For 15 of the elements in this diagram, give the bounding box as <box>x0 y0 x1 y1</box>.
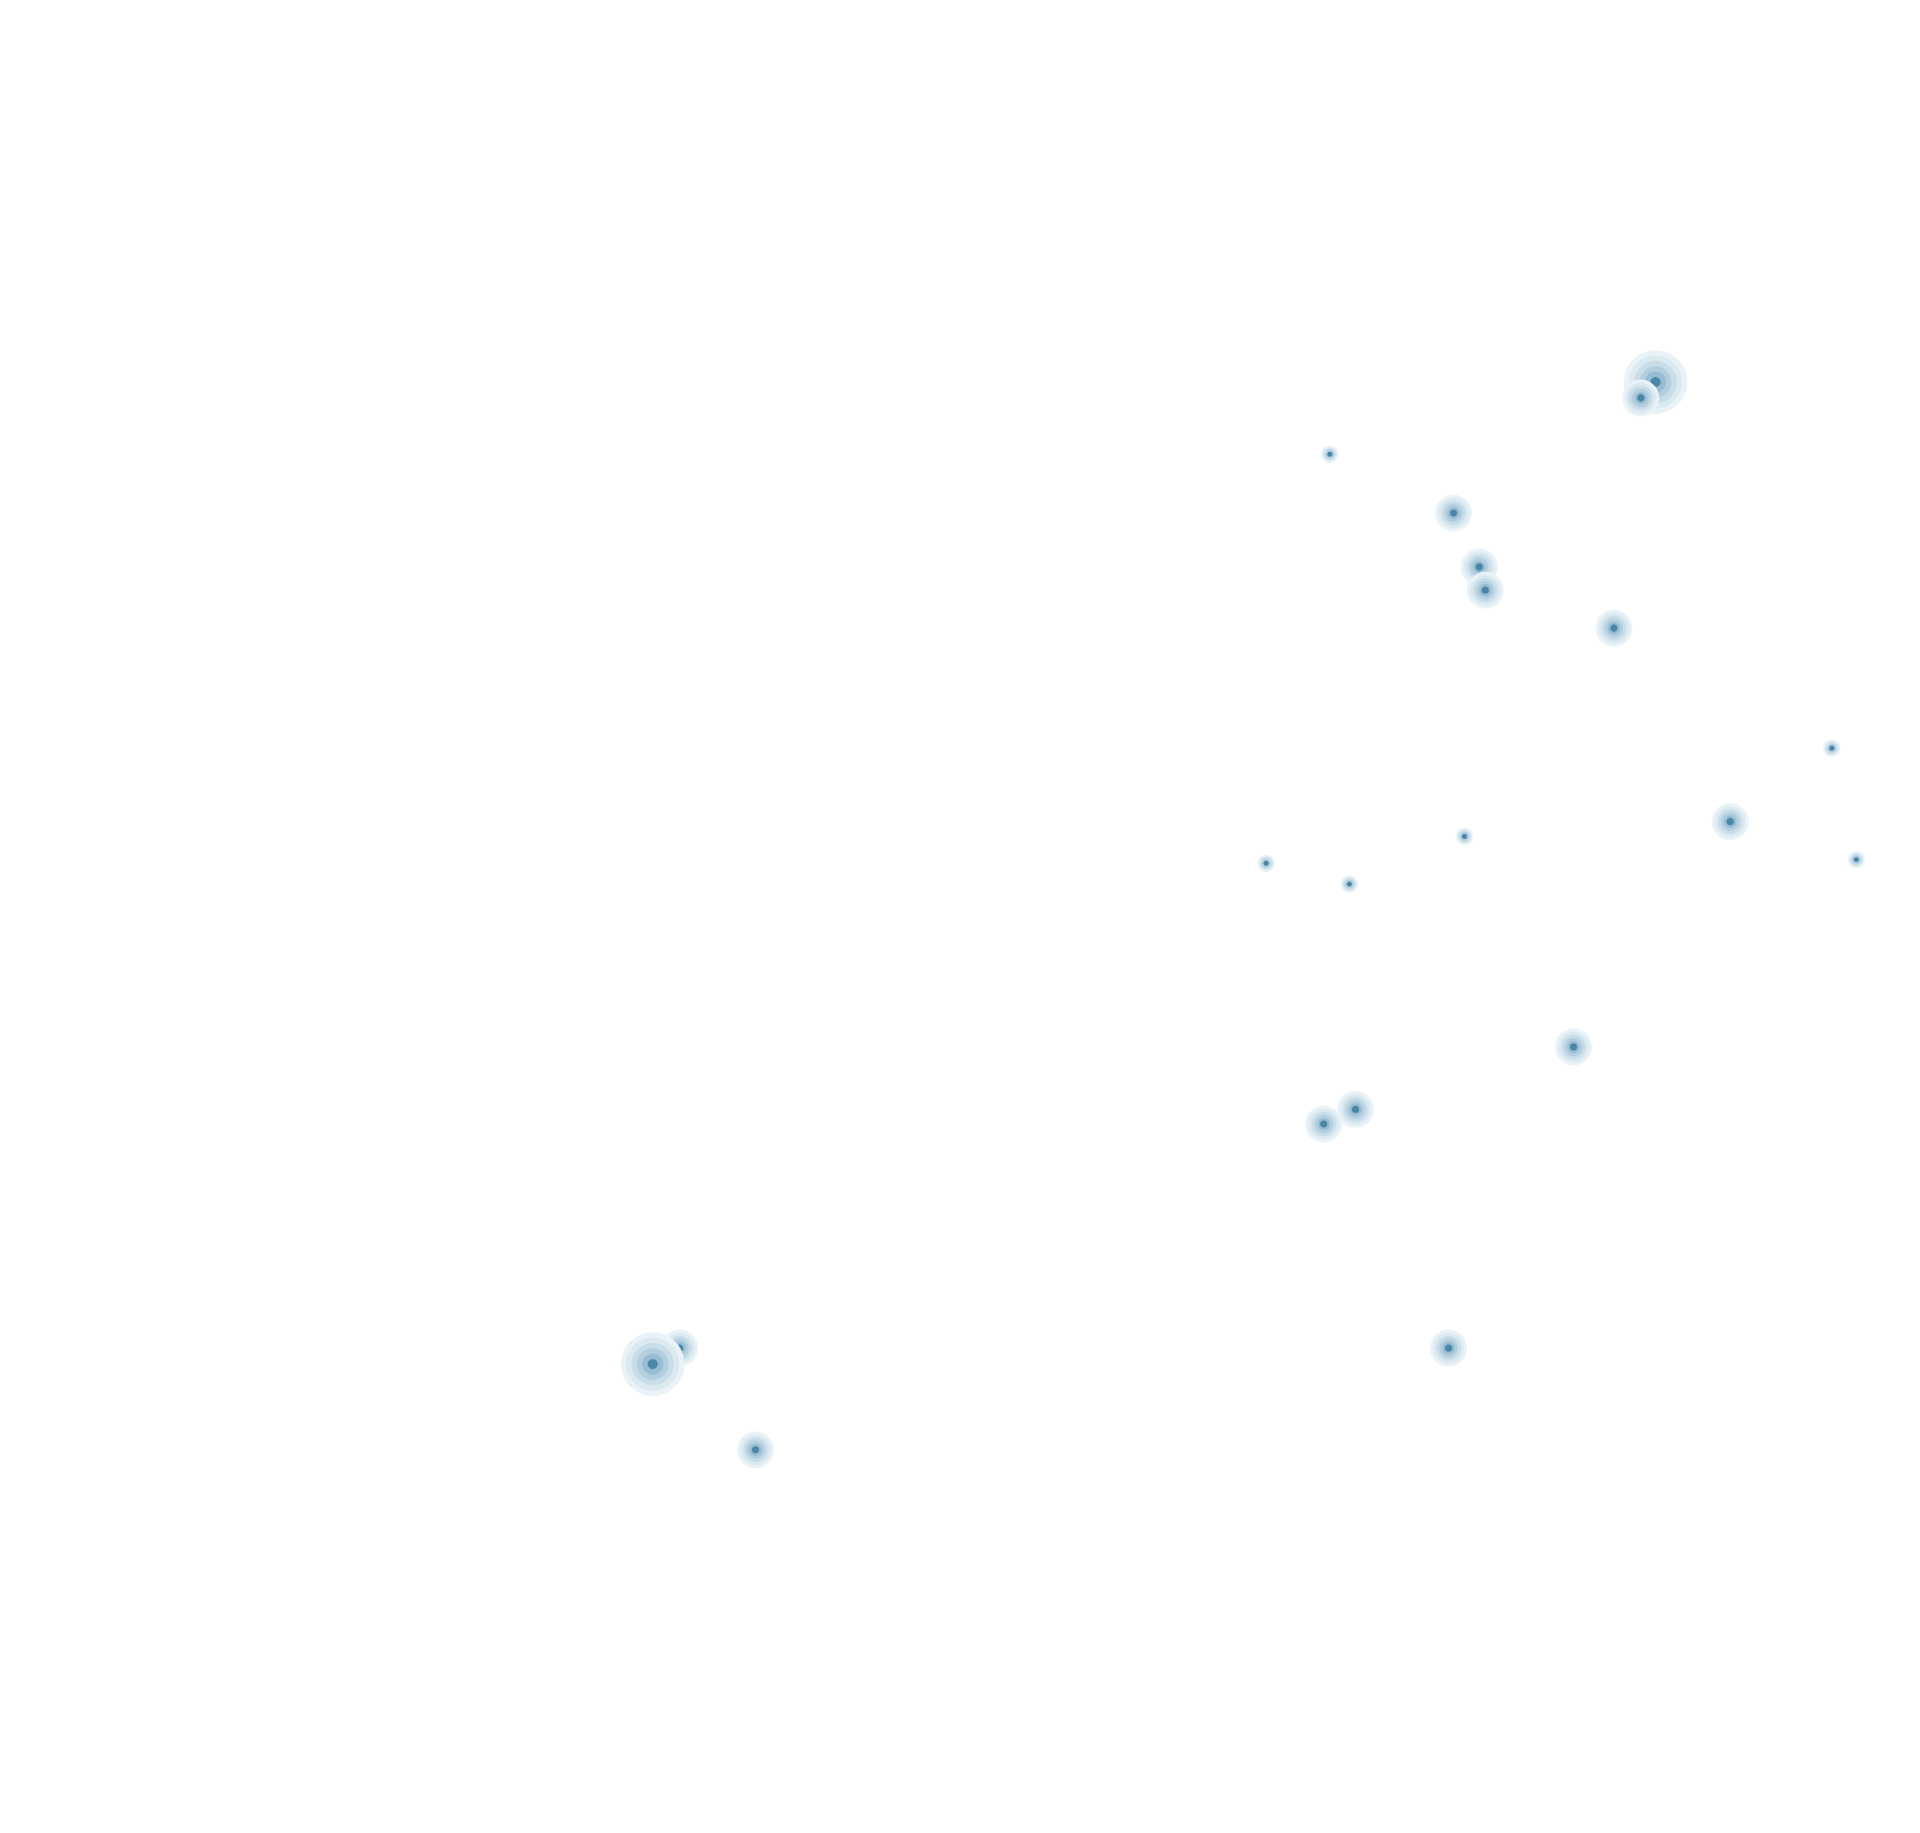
glowing-dot <box>1555 1028 1592 1066</box>
glowing-dot <box>1711 803 1749 841</box>
glowing-dot <box>1823 739 1841 757</box>
glowing-dot <box>1847 850 1865 869</box>
glowing-dot <box>1257 854 1275 872</box>
glowing-dot <box>1305 1105 1343 1143</box>
glowing-dot <box>1340 875 1358 893</box>
glowing-dot <box>1466 571 1504 609</box>
glowing-dot <box>1430 1329 1467 1367</box>
glowing-dot <box>737 1431 774 1469</box>
glowing-dot <box>1455 827 1474 845</box>
glowing-dot <box>1321 445 1339 463</box>
glowing-dot <box>1595 609 1633 647</box>
glowing-dot <box>1337 1090 1374 1128</box>
glowing-dot <box>1435 494 1472 532</box>
